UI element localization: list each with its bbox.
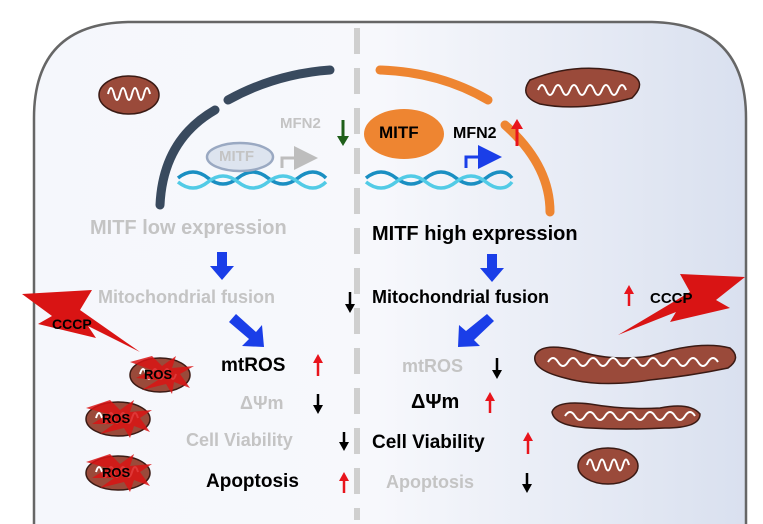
mitf-high-label: MITF (379, 123, 419, 142)
delta-psi-down-arrow-icon (313, 394, 323, 414)
mitochondrion-ros-2-icon (85, 400, 152, 438)
mitochondrion-ros-1-icon (129, 356, 194, 394)
flow-arrow-left-2-icon (229, 314, 264, 347)
transcription-arrow-right-icon (464, 145, 502, 169)
fusion-down-arrow-icon (345, 292, 355, 313)
delta-psi-right-label: ΔΨm (411, 391, 460, 413)
mitf-low-expression-label: MITF low expression (90, 217, 287, 239)
flow-arrow-left-1-icon (210, 252, 234, 280)
fusion-high-label: Mitochondrial fusion (372, 287, 549, 307)
flow-arrow-right-2-icon (458, 314, 494, 347)
mitochondrion-elongated-1-icon (534, 344, 737, 385)
apoptosis-right-label: Apoptosis (386, 472, 474, 492)
cccp-lightning-left-icon (22, 290, 140, 352)
mfn2-down-arrow-icon (337, 120, 349, 146)
fusion-up-arrow-icon (624, 285, 634, 306)
delta-psi-left-label: ΔΨm (240, 393, 284, 413)
mitochondrion-ros-3-icon (85, 454, 152, 492)
transcription-arrow-left-icon (280, 146, 318, 170)
viability-down-arrow-icon (339, 432, 349, 451)
ros-label-2: ROS (102, 411, 131, 426)
cccp-lightning-right-icon (618, 274, 745, 335)
flow-arrow-right-1-icon (480, 254, 504, 282)
mitochondrion-top-left-icon (98, 75, 160, 115)
mfn2-low-label: MFN2 (280, 115, 321, 132)
mitochondrion-bottom-right-icon (577, 447, 639, 485)
mitf-low-label: MITF (219, 148, 254, 165)
cell-membrane (32, 20, 748, 524)
cccp-right-label: CCCP (650, 290, 693, 307)
nucleus-envelope-right (500, 120, 555, 217)
nucleus-envelope-right-top (375, 65, 493, 105)
dna-helix-left-icon (176, 170, 328, 190)
mitochondrion-elongated-2-icon (551, 402, 701, 430)
mitf-low-ellipse (205, 141, 275, 173)
nucleus-envelope-left (155, 105, 220, 210)
mfn2-up-arrow-icon (511, 119, 523, 146)
ros-label-1: ROS (144, 367, 173, 382)
apoptosis-left-label: Apoptosis (206, 471, 299, 492)
viability-up-arrow-icon (523, 432, 533, 454)
viability-left-label: Cell Viability (186, 430, 293, 450)
fusion-low-label: Mitochondrial fusion (98, 287, 275, 307)
mtros-down-arrow-icon (492, 358, 502, 379)
apoptosis-up-arrow-icon (339, 472, 349, 493)
mitf-high-expression-label: MITF high expression (372, 223, 578, 245)
mtros-left-label: mtROS (221, 355, 286, 376)
delta-psi-up-arrow-icon (485, 392, 495, 413)
mfn2-high-label: MFN2 (453, 125, 497, 142)
ros-label-3: ROS (102, 465, 131, 480)
mitochondrion-top-right-icon (525, 67, 641, 108)
mitf-high-ellipse (364, 109, 444, 159)
apoptosis-down-arrow-icon (522, 473, 532, 493)
mtros-up-arrow-icon (313, 354, 323, 376)
mtros-right-label: mtROS (402, 356, 464, 376)
nucleus-envelope-left-top (223, 65, 335, 105)
cccp-left-label: CCCP (52, 316, 92, 332)
viability-right-label: Cell Viability (372, 432, 485, 453)
dna-helix-right-icon (364, 170, 514, 190)
